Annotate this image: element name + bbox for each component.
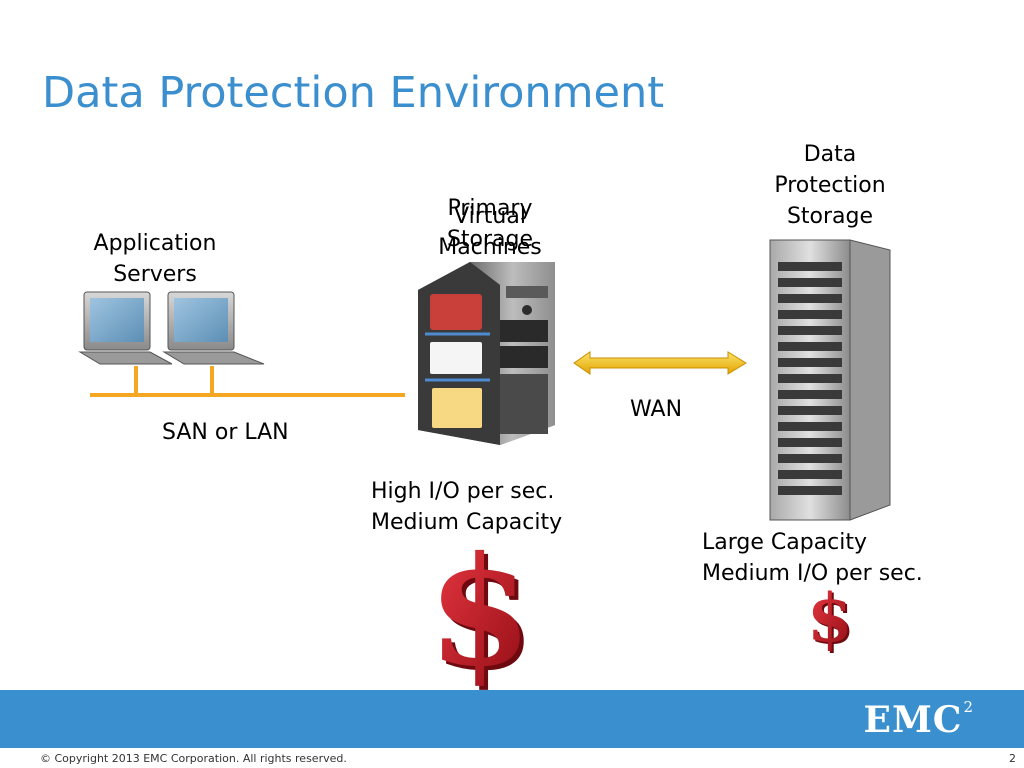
copyright-text: © Copyright 2013 EMC Corporation. All ri…: [40, 752, 347, 765]
primary-storage-label: Primary Storage: [446, 196, 534, 252]
svg-text:$: $: [428, 524, 532, 700]
data-protection-storage-specs: Large Capacity Medium I/O per sec.: [702, 530, 923, 586]
monitor-icon: [162, 291, 265, 365]
data-protection-storage-label: Data Protection Storage: [774, 142, 886, 229]
dollar-small-icon: $ $: [807, 579, 855, 659]
svg-text:$: $: [807, 579, 853, 657]
network-line: [90, 366, 405, 397]
wan-label: WAN: [630, 397, 683, 422]
data-protection-rack-icon: [769, 239, 891, 521]
wan-arrow: [573, 351, 747, 375]
application-servers-label: Application Servers: [93, 231, 217, 287]
emc-logo: EMC2: [863, 698, 974, 741]
page-number: 2: [1009, 752, 1016, 765]
slide-title: Data Protection Environment: [42, 68, 665, 118]
dollar-large-icon: $ $: [428, 524, 536, 704]
virtual-machines-label: Virtual Machines: [438, 204, 542, 260]
monitor-icon: [78, 291, 173, 365]
primary-storage-server-icon: [418, 262, 555, 445]
svg-text:$: $: [432, 528, 536, 704]
network-label: SAN or LAN: [162, 420, 289, 445]
svg-text:$: $: [809, 581, 855, 659]
primary-storage-specs: High I/O per sec. Medium Capacity: [371, 479, 563, 535]
footer-band: [0, 690, 1024, 748]
